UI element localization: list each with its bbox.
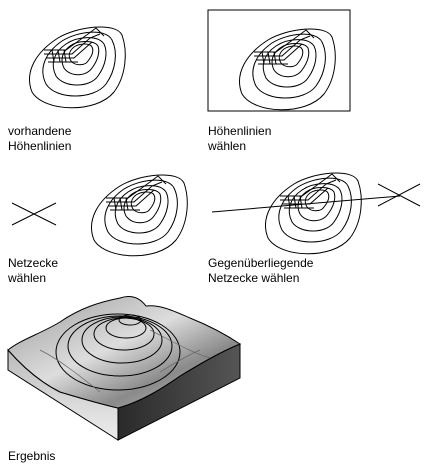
caption-line: Netzecke xyxy=(8,256,59,270)
caption-result: Ergebnis xyxy=(8,449,55,464)
rubber-band-line xyxy=(211,195,401,213)
pick-corner-figure xyxy=(11,174,188,257)
corner-marker-icon xyxy=(11,202,57,226)
existing-contours-figure xyxy=(29,26,126,109)
caption-line: Höhenlinien xyxy=(8,139,72,153)
select-contours-figure xyxy=(207,9,351,112)
caption-line: wählen xyxy=(208,139,247,153)
caption-existing-contours: vorhandene Höhenlinien xyxy=(8,124,71,154)
caption-line: Ergebnis xyxy=(8,449,56,463)
caption-line: vorhandene xyxy=(8,124,72,138)
caption-line: Höhenlinien xyxy=(208,124,272,138)
caption-line: wählen xyxy=(8,271,47,285)
caption-line: Gegenüberliegende xyxy=(208,256,314,270)
caption-pick-corner: Netzecke wählen xyxy=(8,256,58,286)
opposite-corner-marker-icon xyxy=(377,183,421,207)
pick-opposite-corner-figure xyxy=(211,172,421,255)
selection-window xyxy=(207,9,351,112)
caption-select-contours: Höhenlinien wählen xyxy=(208,124,271,154)
result-mesh-figure xyxy=(7,295,242,441)
caption-pick-opposite-corner: Gegenüberliegende Netzecke wählen xyxy=(208,256,313,286)
caption-line: Netzecke wählen xyxy=(208,271,300,285)
